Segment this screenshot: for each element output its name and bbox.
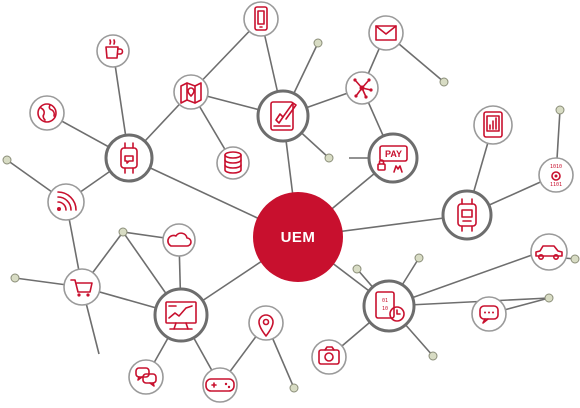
car-node <box>530 233 568 271</box>
map-pin-icon <box>180 82 202 104</box>
car-icon <box>535 245 563 261</box>
camera-icon <box>318 346 340 365</box>
network-hub-node <box>345 71 379 105</box>
tablet-pen-icon <box>270 101 297 131</box>
smartwatch-right-node <box>441 189 493 241</box>
envelope-node <box>368 15 404 51</box>
tablet-chart-node <box>473 105 513 145</box>
binary-top-label: 01 <box>382 298 388 304</box>
smartphone-icon <box>254 6 268 31</box>
database-icon <box>224 151 242 174</box>
smartwatch-icon <box>120 142 138 174</box>
shopping-cart-node <box>63 268 101 306</box>
binary-line-1: 1010 <box>550 164 562 170</box>
smartphone-node <box>243 1 279 37</box>
map-node <box>173 74 209 110</box>
coffee-cup-icon <box>105 39 124 59</box>
cloud-icon <box>167 232 192 247</box>
game-controller-node <box>202 367 238 403</box>
smartwatch-right-icon <box>457 198 477 232</box>
binary-line-2: 1101 <box>550 182 562 188</box>
uem-hub: UEM <box>253 192 343 282</box>
shopping-cart-icon <box>70 279 93 297</box>
binary-bottom-label: 10 <box>382 306 388 312</box>
rss-feed-node <box>47 183 85 221</box>
monitor-chart-node <box>153 287 209 343</box>
tablet-pen-node <box>256 89 310 143</box>
rss-feed-icon <box>57 191 77 211</box>
binary-security-node: 1010 1101 <box>538 157 574 193</box>
monitor-chart-icon <box>165 301 197 330</box>
binary-security-icon: 1010 1101 <box>550 164 562 188</box>
chat-bubble-icon <box>479 305 499 324</box>
camera-node <box>311 339 347 375</box>
pay-label: PAY <box>385 149 402 159</box>
smartwatch-node <box>104 133 154 183</box>
chat-bubbles-icon <box>135 367 157 387</box>
chat-bubble-node <box>471 296 507 332</box>
globe-icon <box>37 103 57 123</box>
uem-label: UEM <box>281 229 316 246</box>
database-node <box>216 146 250 180</box>
location-pin-icon <box>258 314 274 337</box>
terminal-dots <box>2 38 580 393</box>
tablet-chart-icon <box>483 111 503 138</box>
pay-terminal-icon: PAY <box>377 145 408 173</box>
globe-node <box>29 95 65 131</box>
binary-clock-node: 01 10 <box>362 279 416 333</box>
location-node <box>248 305 284 341</box>
game-controller-icon <box>205 378 235 392</box>
pay-terminal-node: PAY <box>367 132 419 184</box>
network-hub-icon <box>353 78 373 99</box>
coffee-cup-node <box>96 34 130 68</box>
envelope-icon <box>375 25 397 41</box>
chat-bubbles-node <box>128 359 164 395</box>
cloud-node <box>162 223 196 257</box>
binary-clock-icon: 01 10 <box>375 291 405 322</box>
